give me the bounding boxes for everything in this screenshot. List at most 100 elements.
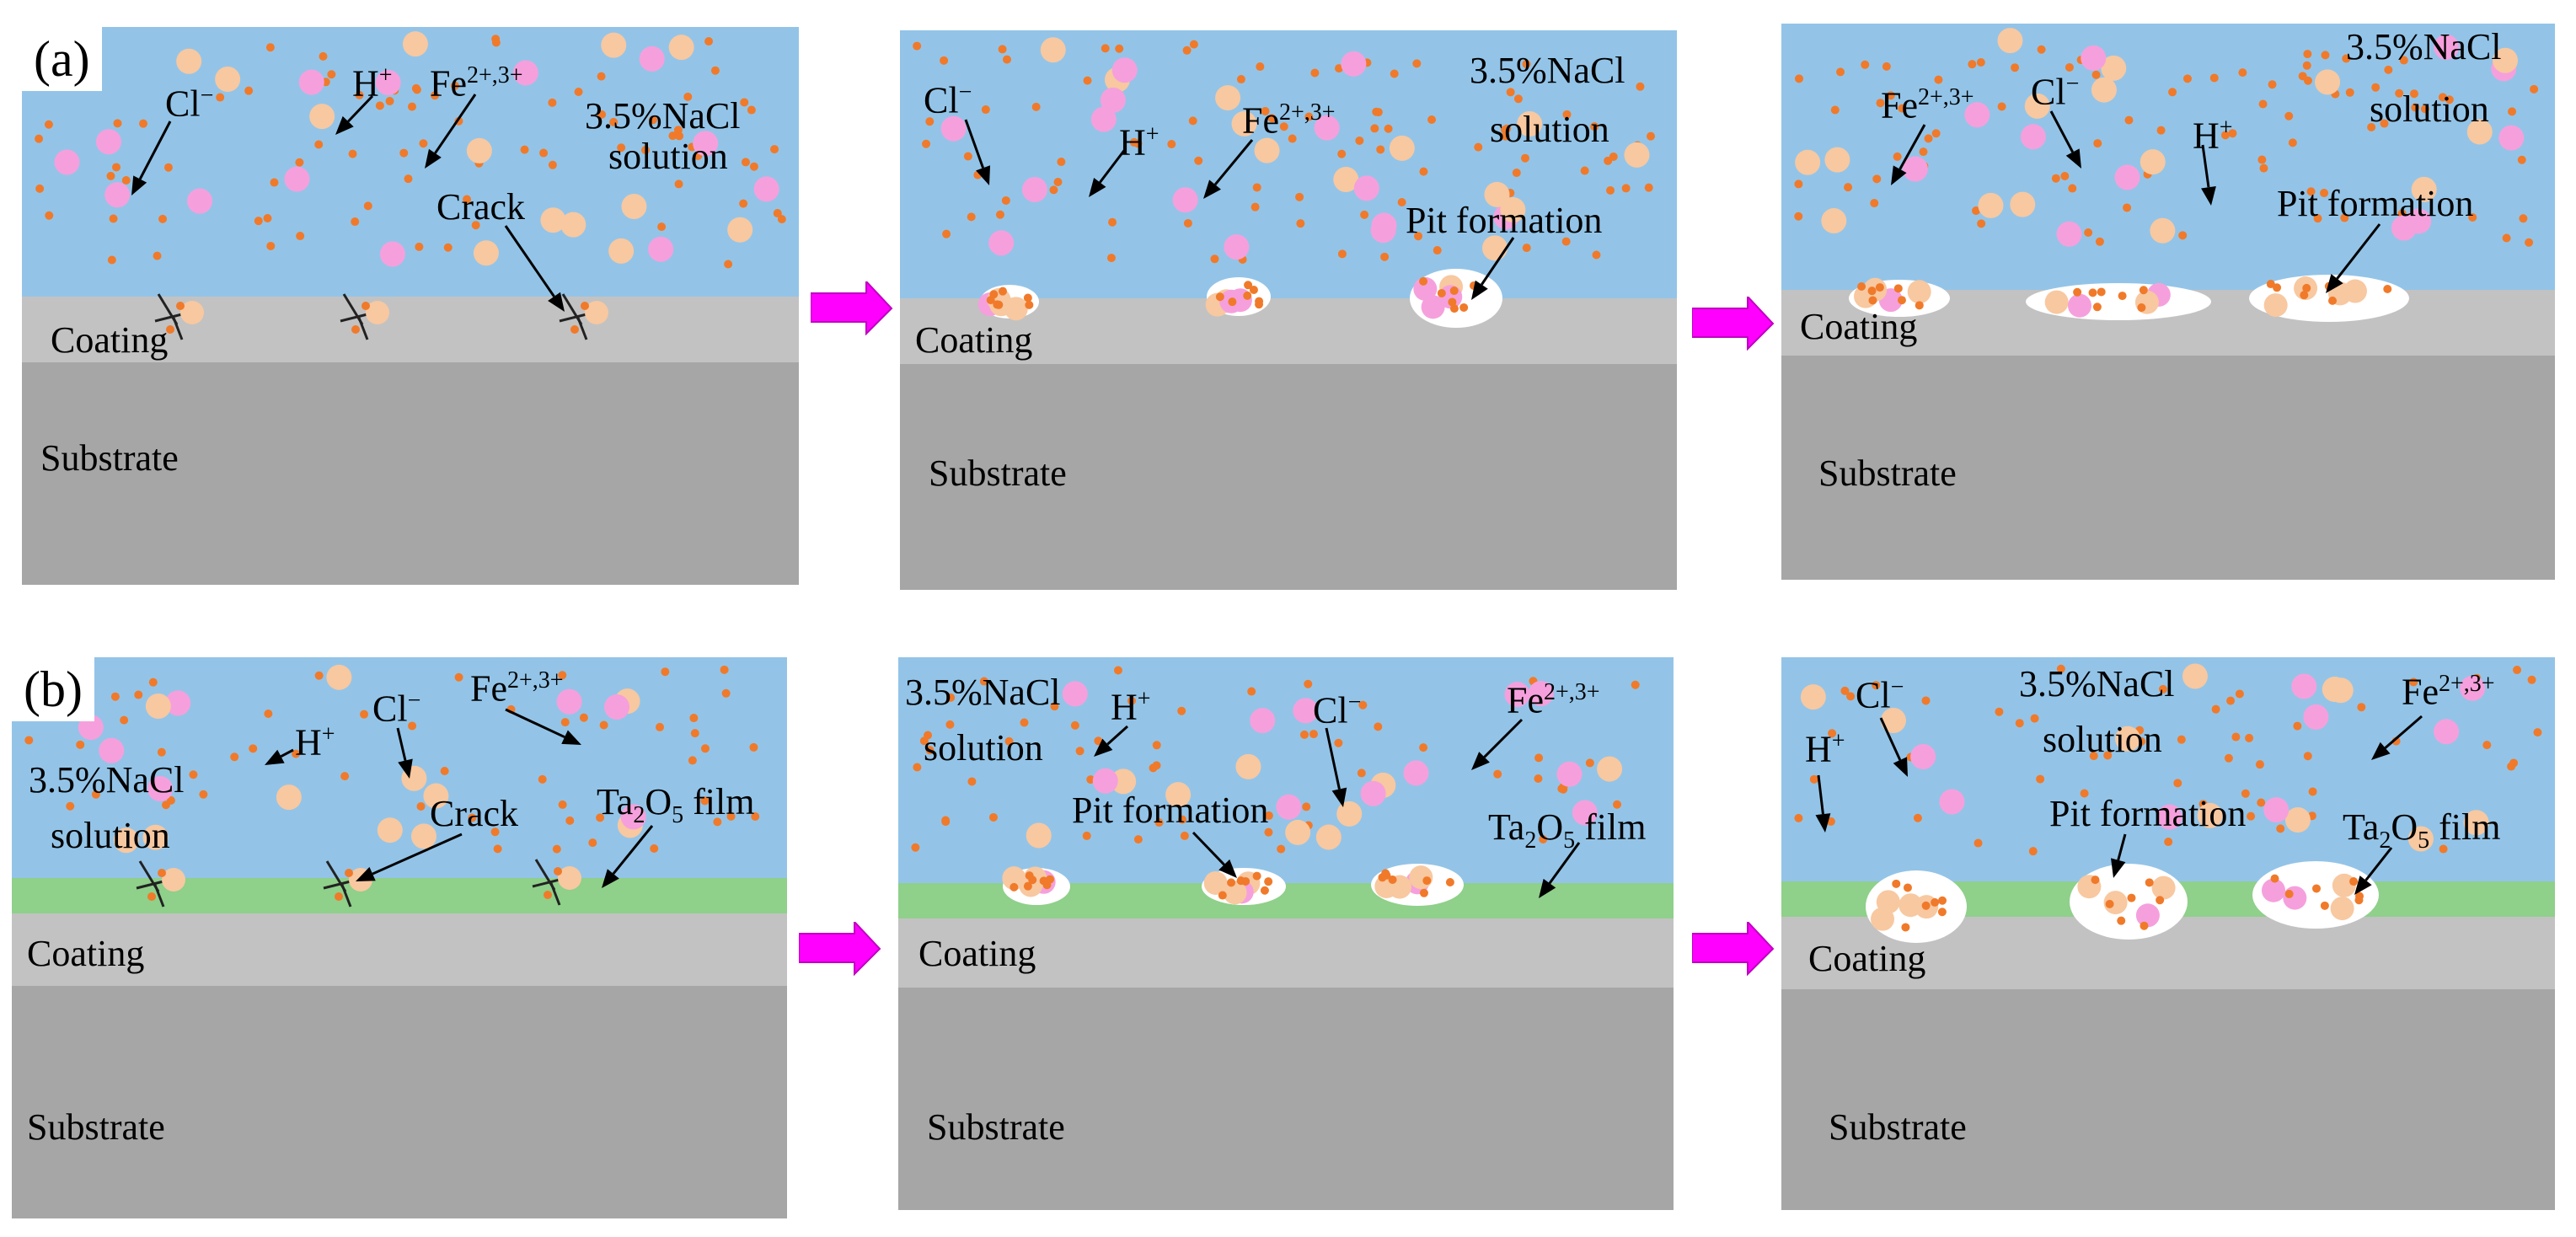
small-ion: [1070, 720, 1079, 730]
panel-label-a: (a): [22, 27, 102, 91]
small-ion: [1101, 44, 1110, 53]
pointer-arrow-head: [2354, 876, 2372, 895]
small-ion: [2089, 752, 2098, 761]
small-ion: [35, 134, 44, 143]
pointer-arrow: [425, 94, 477, 169]
small-ion: [468, 813, 477, 822]
small-ion: [650, 844, 659, 854]
small-ion: [440, 767, 449, 776]
small-ion: [570, 325, 579, 334]
small-ion: [1921, 901, 1931, 910]
small-ion: [1244, 281, 1253, 290]
small-ion: [2124, 115, 2134, 125]
small-ion: [2088, 288, 2097, 297]
small-ion: [1372, 107, 1381, 116]
small-ion: [1189, 40, 1198, 49]
pointer-arrow-head: [1089, 178, 1106, 197]
small-ion: [244, 86, 254, 95]
small-ion: [2068, 184, 2077, 193]
pointer-arrow: [396, 727, 413, 779]
hydrogen-label: H+: [1805, 728, 1845, 770]
small-ion: [1083, 76, 1092, 85]
small-ion: [1414, 232, 1423, 241]
iron-label: Fe2+,3+: [470, 667, 564, 710]
small-ion: [2320, 189, 2329, 198]
large-ion: [2114, 164, 2140, 190]
corrosion-pit: [2070, 864, 2188, 940]
small-ion: [999, 286, 1008, 296]
pointer-arrow-head: [2111, 858, 2126, 878]
small-ion: [1337, 249, 1347, 259]
small-ion: [1931, 129, 1941, 138]
small-ion: [688, 756, 697, 765]
small-ion: [661, 667, 670, 677]
small-ion: [925, 117, 935, 126]
small-ion: [1236, 75, 1245, 84]
small-ion: [2145, 878, 2154, 887]
small-ion: [2060, 172, 2070, 181]
large-ion: [366, 301, 389, 324]
small-ion: [520, 145, 529, 154]
large-ion: [2140, 149, 2166, 175]
large-ion: [1111, 57, 1138, 83]
pointer-arrow-head: [1471, 280, 1488, 300]
small-ion: [2409, 677, 2418, 687]
small-ion: [1647, 131, 1656, 141]
nacl-label: 3.5%NaCl: [585, 95, 741, 137]
pointer-arrow-head: [131, 175, 147, 195]
small-ion: [1534, 774, 1543, 784]
large-ion: [1341, 51, 1367, 77]
large-ion: [639, 46, 665, 72]
small-ion: [2226, 696, 2236, 705]
small-ion: [2235, 689, 2244, 699]
small-ion: [2255, 760, 2264, 769]
small-ion: [166, 325, 174, 334]
small-ion: [1374, 722, 1383, 731]
large-ion: [1314, 115, 1340, 141]
large-ion: [2322, 677, 2348, 703]
small-ion: [1840, 686, 1850, 695]
nacl-label: 3.5%NaCl: [29, 759, 185, 801]
large-ion: [187, 188, 213, 214]
large-ion: [99, 737, 125, 763]
large-ion: [423, 783, 449, 809]
small-ion: [1299, 730, 1309, 739]
small-ion: [1003, 55, 1012, 64]
large-ion: [1224, 234, 1250, 260]
small-ion: [911, 843, 920, 852]
small-ion: [1183, 218, 1192, 228]
large-ion: [940, 115, 967, 142]
coating-label: Coating: [918, 933, 1036, 974]
panel-b2: Coating Substrate 3.5%NaCl solution H+ C…: [898, 657, 1674, 1210]
large-ion: [2434, 719, 2460, 745]
small-ion: [2156, 126, 2166, 135]
small-ion: [2302, 283, 2311, 292]
small-ion: [720, 665, 729, 674]
small-ion: [1433, 246, 1442, 255]
small-ion: [134, 690, 143, 699]
pointer-arrow-shaft: [1099, 147, 1127, 184]
small-ion: [319, 51, 328, 61]
corrosion-pit: [1849, 277, 1950, 317]
small-ion: [158, 214, 168, 223]
substrate-label: Substrate: [929, 452, 1067, 494]
ion-overlay: [24, 664, 760, 908]
large-ion: [1413, 276, 1438, 301]
small-ion: [913, 763, 922, 772]
small-ion: [2438, 93, 2447, 102]
small-ion: [176, 302, 185, 310]
small-ion: [113, 119, 122, 128]
pointer-arrow-head: [2371, 742, 2391, 760]
large-ion: [2263, 797, 2289, 823]
small-ion: [351, 217, 360, 227]
small-ion: [1357, 768, 1366, 778]
small-ion: [674, 179, 683, 189]
small-ion: [1355, 136, 1364, 145]
large-ion: [2150, 217, 2176, 244]
solution-label: solution: [1490, 109, 1609, 150]
large-ion: [1939, 789, 1965, 815]
small-ion: [751, 812, 760, 822]
pointer-arrow-head: [1471, 752, 1490, 770]
small-ion: [1397, 198, 1406, 207]
small-ion: [2257, 798, 2266, 807]
